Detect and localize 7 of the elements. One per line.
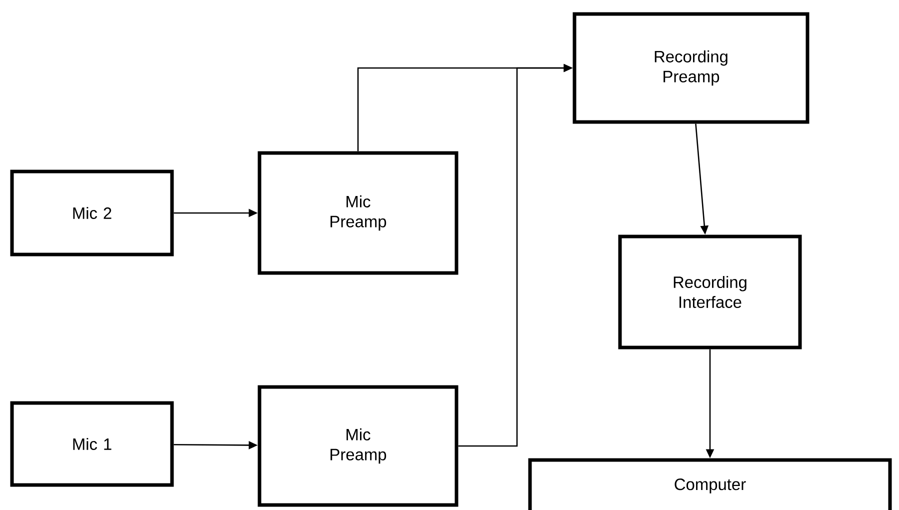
process-box: Mic 1 <box>10 401 174 487</box>
process-box: Computer <box>528 458 892 510</box>
process-box: Mic 2 <box>10 170 174 256</box>
process-box: Recording Interface <box>618 234 802 350</box>
process-box: Recording Preamp <box>572 12 810 124</box>
process-box: Mic Preamp <box>258 385 458 507</box>
process-box: Mic Preamp <box>258 151 458 275</box>
